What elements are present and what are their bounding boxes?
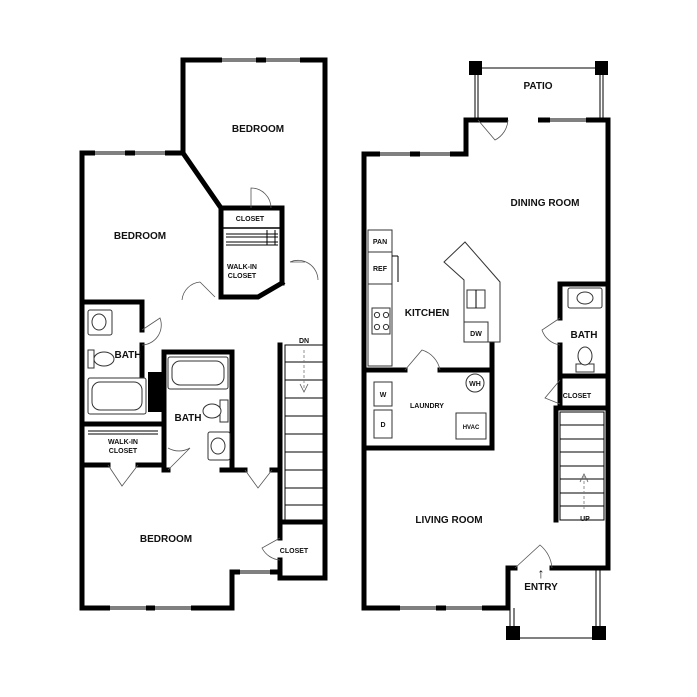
bedroom-bottom-label: BEDROOM	[140, 534, 192, 545]
left-bath-door	[141, 317, 162, 346]
lower-closet-label: CLOSET	[563, 393, 592, 400]
water-heater-label: WH	[469, 381, 481, 388]
living-room-label: LIVING ROOM	[415, 515, 482, 526]
upper-floor: BEDROOM CLOSET BEDROOM WALK-IN CLOSET BA…	[79, 56, 328, 612]
range	[371, 307, 391, 335]
laundry-label: LAUNDRY	[410, 403, 444, 410]
hvac-label: HVAC	[463, 425, 480, 431]
lower-bath-door	[541, 317, 561, 346]
left-toilet	[93, 351, 115, 367]
patio-label: PATIO	[523, 81, 552, 92]
washer	[373, 381, 393, 407]
bedroom-left-label: BEDROOM	[114, 231, 166, 242]
washer-label: W	[380, 392, 387, 399]
bottom-walkin-door	[107, 464, 139, 487]
walkin-closet-wall	[218, 279, 286, 300]
upper-floor-outer-wall	[79, 57, 328, 611]
lower-bath-toilet	[577, 346, 593, 366]
bath-left-label: BATH	[114, 350, 141, 361]
dryer-label: D	[380, 422, 385, 429]
bedroom-top-door	[289, 259, 319, 281]
entry-porch	[506, 568, 606, 640]
entry-door	[514, 544, 553, 569]
kitchen-label: KITCHEN	[405, 308, 449, 319]
entry-label: ENTRY	[524, 582, 558, 593]
mid-toilet	[202, 403, 222, 419]
lower-floor-outer-wall	[463, 117, 611, 571]
closet-top-label: CLOSET	[236, 216, 265, 223]
refrigerator-label: REF	[373, 266, 388, 273]
lower-stairs	[559, 411, 605, 521]
patio-door	[477, 119, 509, 141]
closet-door-top	[250, 187, 272, 209]
walkin-door	[181, 281, 216, 301]
kitchen-counters	[367, 229, 501, 367]
hvac-unit	[455, 412, 487, 440]
laundry-door	[404, 349, 441, 371]
walkin-top-label-2: CLOSET	[228, 273, 257, 280]
top-bedroom-angled-wall	[179, 149, 224, 286]
bottom-bedroom-door	[244, 469, 273, 489]
walkin-bottom-label-1: WALK-IN	[108, 439, 138, 446]
bath-mid-label: BATH	[174, 413, 201, 424]
entry-arrow-icon: ↑	[538, 565, 545, 581]
bedroom-top-label: BEDROOM	[232, 124, 284, 135]
middle-bath-wall	[161, 349, 235, 473]
stair-up-label: UP	[580, 516, 590, 523]
dining-room-label: DINING ROOM	[511, 198, 580, 209]
walkin-top-label-1: WALK-IN	[227, 264, 257, 271]
pantry-label: PAN	[373, 239, 387, 246]
mid-bath-door	[167, 447, 191, 471]
stair-dn-label: DN	[299, 338, 309, 345]
top-closet-wall	[218, 205, 285, 286]
water-heater	[465, 373, 485, 393]
lower-bath-wall	[557, 281, 611, 321]
dishwasher-label: DW	[470, 331, 482, 338]
dishwasher	[463, 321, 489, 343]
walkin-bottom-label-2: CLOSET	[109, 448, 138, 455]
bottom-closet-door	[261, 537, 281, 561]
lower-closet-door	[544, 379, 561, 405]
upper-stairs	[284, 344, 324, 521]
closet-bottom-label: CLOSET	[280, 548, 309, 555]
patio	[469, 61, 608, 120]
lower-bath-label: BATH	[570, 330, 597, 341]
dryer	[373, 409, 393, 439]
lower-floor: PATIO DINING ROOM PAN REF KITCHEN DW WH …	[361, 61, 611, 640]
